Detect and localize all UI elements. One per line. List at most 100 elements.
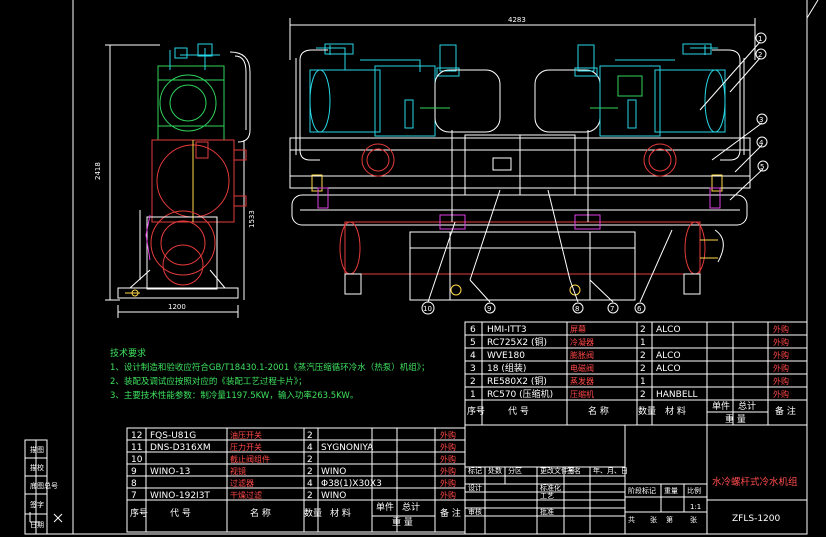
lower-row-code: DNS-D316XM — [150, 443, 211, 453]
upper-row-code: RC725X2 (铜) — [487, 336, 547, 348]
upper-row-qty: 1 — [640, 338, 646, 348]
tb-label-weight: 重量 — [664, 487, 678, 495]
upper-row-no: 5 — [470, 338, 476, 348]
frame-corner-mark — [806, 0, 819, 19]
tb-label-standard: 标准化 — [540, 483, 561, 492]
upper-row-material: ALCO — [656, 351, 681, 361]
upper-row-code: RE580X2 (铜) — [487, 375, 547, 387]
tb-label-design: 设计 — [468, 483, 482, 492]
tb-label-review: 审核 — [468, 507, 482, 516]
upper-row-name: 冷凝器 — [570, 337, 594, 347]
tb-label-mark: 标记 — [468, 466, 482, 475]
dim-height-label: 2418 — [94, 162, 102, 180]
tb-label-scale: 比例 — [687, 486, 701, 495]
upper-row-no: 4 — [470, 351, 476, 361]
side-view: 2418 1533 1200 — [94, 43, 256, 318]
dim-length-label: 4283 — [508, 16, 526, 24]
side-label-0: 描图 — [30, 445, 44, 454]
tb-label-sign: 签名 — [567, 466, 581, 475]
balloon-3: 3 — [759, 116, 763, 124]
tb-scale-value: 1:1 — [690, 503, 701, 511]
upper-row-name: 屏幕 — [570, 324, 586, 334]
tb-label-zone: 分区 — [508, 466, 522, 475]
title-block: 标记 处数 分区 更改文件号 签名 年、月、日 设计 标准化 审核 工艺 批准 … — [464, 424, 808, 535]
lower-row-material: Φ38(1)X30X3 — [321, 479, 382, 489]
lower-row-name: 油压开关 — [230, 430, 262, 440]
lower-header-unit-weight: 单件 — [376, 501, 394, 513]
upper-row-no: 3 — [470, 364, 476, 374]
upper-row-name: 膨胀阀 — [570, 350, 594, 360]
tb-label-sheet: 张 — [650, 515, 657, 524]
tech-line-2: 2、装配及调试应按照对应的《装配工艺过程卡片》； — [110, 376, 307, 387]
lower-header-qty: 数量 — [304, 507, 322, 519]
balloon-1: 1 — [758, 35, 762, 43]
side-margin-boxes: 描图 描校 底图总号 签字 日期 — [24, 439, 58, 535]
balloon-9: 9 — [487, 305, 491, 313]
lower-row-name: 过滤器 — [230, 478, 254, 488]
balloon-8: 8 — [575, 305, 579, 313]
lower-row-code: WINO-13 — [150, 467, 190, 477]
balloon-7: 7 — [610, 305, 614, 313]
dim-width-label: 1200 — [168, 303, 186, 311]
lower-row-note: 外购 — [440, 478, 456, 488]
upper-row-note: 外购 — [773, 389, 789, 399]
lower-row-name: 截止阀组件 — [230, 454, 270, 464]
upper-row-no: 1 — [470, 390, 476, 400]
tb-label-date: 年、月、日 — [593, 466, 628, 475]
upper-row-qty: 2 — [640, 364, 646, 374]
tech-heading: 技术要求 — [110, 347, 146, 359]
side-label-3: 签字 — [30, 500, 44, 509]
lower-row-material: SYGNONIYA — [321, 443, 374, 453]
upper-row-note: 外购 — [773, 337, 789, 347]
lower-row-note: 外购 — [440, 430, 456, 440]
lower-row-code: FQS-U81G — [150, 431, 196, 441]
lower-header-total-weight: 总计 — [402, 501, 420, 513]
tb-label-docno: 更改文件号 — [540, 466, 575, 475]
upper-row-material: ALCO — [656, 364, 681, 374]
lower-row-qty: 4 — [307, 479, 313, 489]
tb-label-sheet-2: 张 — [690, 515, 697, 524]
lower-header-no: 序号 — [130, 507, 148, 519]
lower-header-name: 名 称 — [250, 507, 271, 519]
lower-row-qty: 2 — [307, 455, 313, 465]
upper-row-qty: 1 — [640, 377, 646, 387]
ucs-origin-icon — [29, 512, 63, 523]
tech-line-1: 1、设计制造和验收应符合GB/T18430.1-2001《蒸汽压缩循环冷水（热泵… — [110, 362, 429, 373]
lower-row-name: 视镜 — [230, 466, 246, 476]
upper-row-qty: 2 — [640, 390, 646, 400]
lower-header-note: 备 注 — [440, 507, 461, 519]
upper-row-qty: 2 — [640, 325, 646, 335]
side-label-1: 描校 — [30, 463, 44, 472]
upper-row-name: 电磁阀 — [570, 363, 594, 373]
lower-row-note: 外购 — [440, 466, 456, 476]
lower-header-material: 材 料 — [330, 507, 351, 519]
lower-row-no: 7 — [131, 491, 137, 501]
dim-side-label: 1533 — [248, 210, 256, 228]
lower-row-note: 外购 — [440, 442, 456, 452]
lower-row-qty: 4 — [307, 443, 313, 453]
balloon-4: 4 — [759, 139, 764, 147]
upper-header-unit-weight: 单件 — [712, 400, 730, 412]
lower-row-note: 外购 — [440, 454, 456, 464]
tb-label-craft: 工艺 — [540, 492, 554, 500]
lower-row-name: 干燥过滤 — [230, 490, 262, 500]
side-label-4: 日期 — [30, 521, 44, 529]
lower-header-code: 代 号 — [170, 508, 191, 519]
tb-label-count: 处数 — [488, 466, 502, 475]
tech-line-3: 3、主要技术性能参数：制冷量1197.5KW，输入功率263.5KW。 — [110, 390, 358, 401]
upper-row-note: 外购 — [773, 363, 789, 373]
upper-row-code: 18 (组装) — [487, 362, 526, 374]
lower-row-name: 压力开关 — [230, 442, 262, 452]
tb-label-no: 第 — [666, 515, 673, 524]
upper-row-code: RC570 (压缩机) — [487, 388, 553, 400]
upper-header-qty: 数量 — [638, 405, 656, 417]
upper-row-code: HMI-ITT3 — [487, 325, 527, 335]
upper-row-material: ALCO — [656, 325, 681, 335]
upper-header-total-weight: 总计 — [738, 400, 756, 412]
lower-row-qty: 2 — [307, 467, 313, 477]
front-view: 4283 — [289, 16, 769, 315]
lower-header-weight: 重 量 — [392, 516, 413, 528]
lower-row-qty: 2 — [307, 431, 313, 441]
